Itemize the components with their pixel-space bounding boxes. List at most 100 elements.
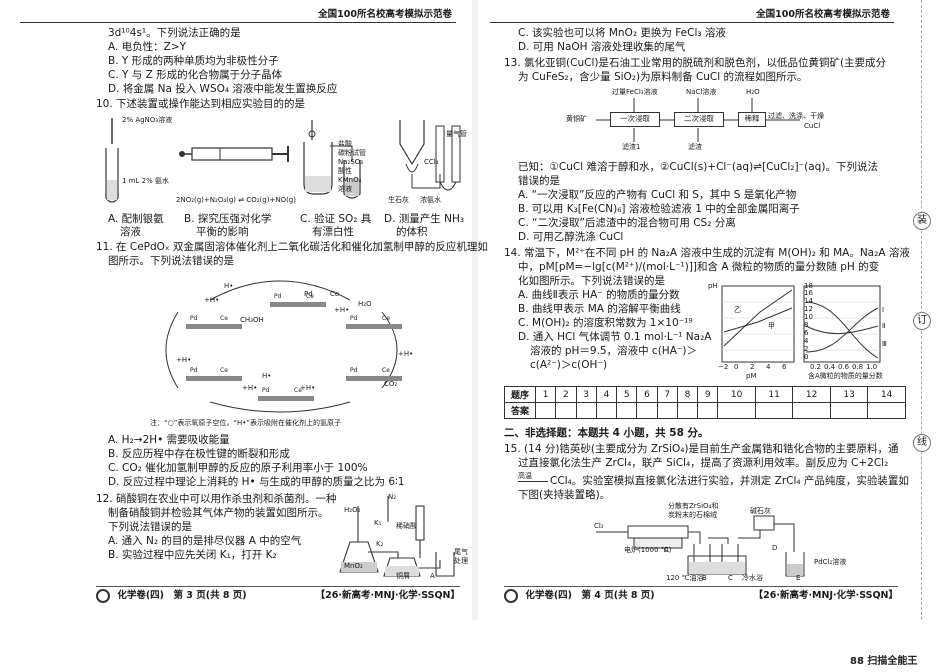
- footer-circle-icon: [504, 588, 518, 603]
- q12-label-nitric: 稀硝酸: [396, 522, 417, 530]
- answer-col-5: 5: [616, 386, 638, 403]
- answer-cell[interactable]: [555, 402, 577, 419]
- q14-ytick-6: 6: [804, 329, 809, 337]
- answer-cell[interactable]: [717, 402, 756, 419]
- q14-right-xlabel: 含A微粒的物质的量分数: [808, 372, 883, 380]
- q11-stem-cont: 图所示。下列说法错误的是: [108, 255, 234, 267]
- answer-col-1: 1: [534, 386, 557, 403]
- q14-left-xtick-2: 2: [750, 363, 755, 371]
- q11-label-10: H•: [262, 372, 272, 380]
- q10-stem: 10. 下述装置或操作能达到相应实验目的的是: [96, 98, 306, 110]
- q15-reaction-arrow: [518, 481, 548, 482]
- svg-text:Ce: Ce: [294, 387, 302, 394]
- answer-cell[interactable]: [697, 402, 719, 419]
- answer-cell[interactable]: [829, 402, 869, 419]
- answer-cell[interactable]: [792, 402, 831, 419]
- q13-flow-arrows: [596, 98, 800, 142]
- q13-step-3: 稀释: [738, 112, 766, 127]
- q10-option-a-cont: 溶液: [120, 226, 141, 238]
- right-page: 全国100所名校高考模拟示范卷 C. 该实验也可以将 MnO₂ 更换为 FeCl…: [478, 0, 950, 620]
- q13-start: 黄铜矿: [566, 115, 587, 123]
- section-2-heading: 二、非选择题：本题共 4 小题，共 58 分。: [504, 427, 709, 439]
- svg-text:Ce: Ce: [220, 315, 228, 322]
- q13-top-label-2: H₂O: [746, 88, 760, 96]
- q10-option-c: C. 验证 SO₂ 具: [300, 213, 372, 225]
- q13-known: 已知：①CuCl 难溶于醇和水，②CuCl(s)+Cl⁻(aq)⇌[CuCl₂]…: [518, 161, 878, 173]
- q11-label-1: +H•: [204, 296, 220, 304]
- answer-table-answer-row: 答案: [504, 402, 906, 419]
- q12-label-treat: 处理: [454, 557, 468, 565]
- q14-right-xtick-4: 1.0: [866, 363, 878, 371]
- header-banner-right: 全国100所名校高考模拟示范卷: [490, 6, 894, 23]
- q14-right-xtick-3: 0.8: [852, 363, 864, 371]
- answer-cell[interactable]: [754, 402, 794, 419]
- left-page: 全国100所名校高考模拟示范卷 3d¹⁰4s¹。下列说法正确的是 A. 电负性：…: [0, 0, 488, 620]
- q10d-label-3: 量气管: [446, 130, 467, 138]
- q15-text-3: CCl₄。实验室模拟直接氯化法进行实验，并测定 ZrCl₄ 产品纯度，实验装置如: [550, 475, 909, 487]
- right-footer: 化学卷(四) 第 4 页(共 8 页) 【26·新高考·MNJ·化学·SSQN】: [504, 586, 898, 603]
- q15-label-1: 炭粉末的石棉绒: [668, 511, 717, 519]
- q10c-label-0: 盐酸: [338, 140, 352, 148]
- q14-left-xtick-3: 4: [766, 363, 771, 371]
- gas-generator-apparatus: [303, 120, 361, 199]
- q9-option-a: A. 电负性：Z>Y: [108, 41, 187, 53]
- scanner-watermark: 88 扫描全能王: [850, 656, 918, 667]
- answer-col-14: 14: [867, 386, 906, 403]
- q12-label-h2o2: H₂O₂: [344, 506, 361, 514]
- q12-stem: 12. 硝酸铜在农业中可以用作杀虫剂和杀菌剂。一种: [96, 493, 337, 505]
- svg-text:Pd: Pd: [262, 387, 270, 394]
- q12-option-d: D. 可用 NaOH 溶液处理收集的尾气: [518, 41, 686, 53]
- q14-ytick-3: 12: [804, 305, 813, 313]
- svg-text:Ce: Ce: [382, 367, 390, 374]
- q10d-label-2: 生石灰: [388, 196, 409, 204]
- q15-label-4: 电炉(1000 ℃): [624, 546, 672, 554]
- q15-label-11: PdCl₂溶液: [814, 558, 847, 566]
- answer-col-12: 12: [792, 386, 831, 403]
- answer-cell[interactable]: [616, 402, 638, 419]
- q14-ylabel: pH: [708, 282, 718, 290]
- svg-text:Pd: Pd: [274, 293, 282, 300]
- q13-bottom-label-0: 滤渣1: [622, 143, 641, 151]
- q12-stem-cont-2: 下列说法错误的是: [108, 521, 192, 533]
- curve-jia: [723, 307, 793, 333]
- q10c-label-3: 酸性: [338, 167, 352, 175]
- q15-label-2: 碱石灰: [750, 507, 771, 515]
- q12-label-k1: K₁: [374, 519, 382, 527]
- answer-cell[interactable]: [867, 402, 906, 419]
- q10a-label-bottom: 1 mL 2% 氨水: [122, 177, 169, 185]
- q10-option-a: A. 配制银氨: [108, 213, 164, 225]
- q14-ytick-5: 8: [804, 321, 809, 329]
- svg-text:Pd: Pd: [350, 315, 358, 322]
- q14-chart: [721, 285, 881, 363]
- answer-col-3: 3: [575, 386, 597, 403]
- q10-option-b: B. 探究压强对化学: [184, 213, 272, 225]
- q10c-label-5: 溶液: [338, 185, 352, 193]
- svg-text:Pd: Pd: [350, 367, 358, 374]
- answer-cell[interactable]: [534, 402, 557, 419]
- q10c-label-2: Na₂SO₃: [338, 158, 364, 166]
- answer-cell[interactable]: [636, 402, 658, 419]
- q13-option-c: C. “二次浸取”后滤渣中的混合物可用 CS₂ 分离: [518, 217, 736, 229]
- q13-top-label-0: 过量FeCl₃溶液: [612, 88, 658, 96]
- answer-cell[interactable]: [595, 402, 618, 419]
- q15-label-7: B: [702, 574, 707, 582]
- q11-option-b: B. 反应历程中存在极性键的断裂和形成: [108, 448, 290, 460]
- q10a-label-top: 2% AgNO₃溶液: [122, 116, 173, 124]
- q13-stem: 13. 氯化亚铜(CuCl)是石油工业常用的脱硫剂和脱色剂，以低品位黄铜矿(主要…: [504, 57, 887, 69]
- q11-label-8: +H•: [300, 384, 316, 392]
- curve-2: [805, 325, 879, 335]
- q10-option-d: D. 测量产生 NH₃: [384, 213, 465, 225]
- answer-cell[interactable]: [575, 402, 597, 419]
- q11-label-4: +H•: [334, 306, 350, 314]
- q14-ytick-9: 0: [804, 353, 809, 361]
- q11-label-2: CH₃OH: [240, 316, 264, 324]
- q13-stem-cont: 为 CuFeS₂，含少量 SiO₂)为原料制备 CuCl 的流程如图所示。: [518, 71, 808, 83]
- answer-cell[interactable]: [676, 402, 699, 419]
- q9-option-b: B. Y 形成的两种单质均为非极性分子: [108, 55, 279, 67]
- q11-option-a: A. H₂→2H• 需要吸收能量: [108, 434, 230, 446]
- q10d-label-1: 浓氨水: [420, 196, 441, 204]
- answer-cell[interactable]: [656, 402, 678, 419]
- answer-col-10: 10: [717, 386, 756, 403]
- q15-condition: 高温: [518, 472, 532, 480]
- q11-label-7: CO₂: [384, 380, 398, 388]
